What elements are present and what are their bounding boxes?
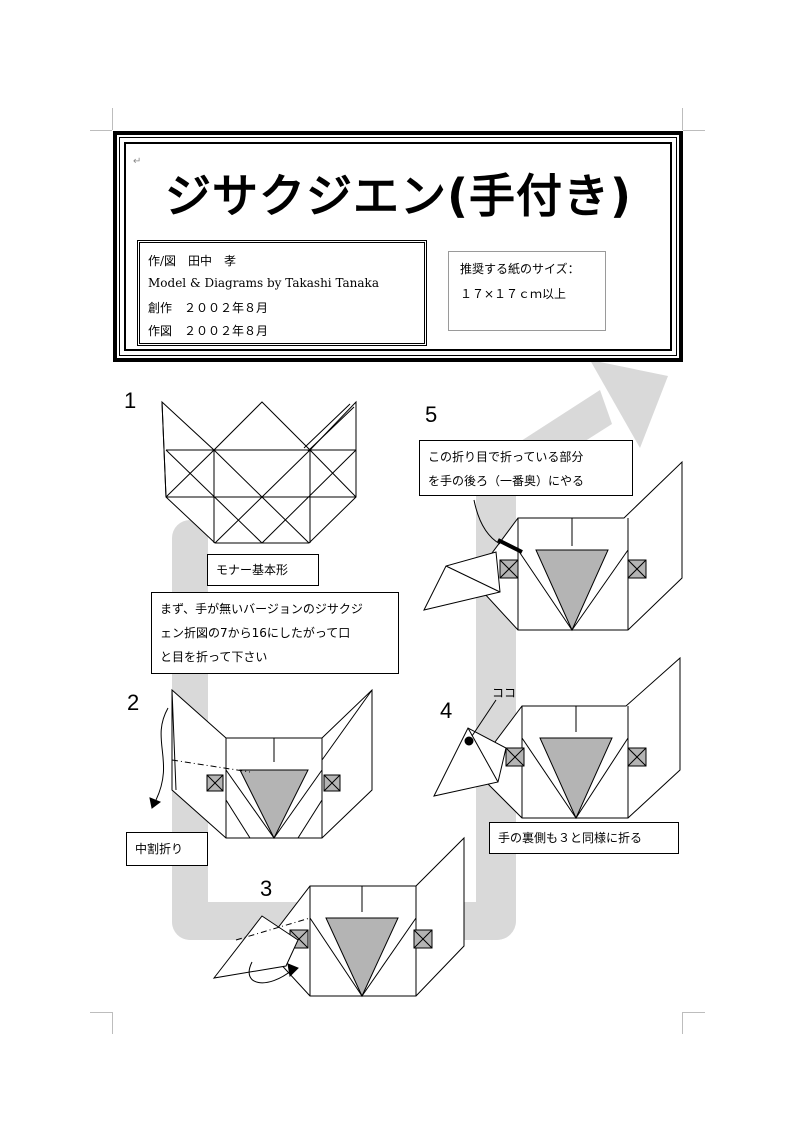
title-frame-outer — [113, 131, 683, 362]
credits-box — [137, 240, 427, 346]
title-frame-inner — [124, 142, 672, 351]
step3-figure — [212, 836, 465, 998]
step4-figure — [433, 656, 681, 820]
intro-note-line-2: ェン折図の7から16にしたがって口 — [160, 626, 351, 640]
step5-note: この折り目で折っている部分 を手の後ろ（一番奥）にやる — [419, 440, 633, 496]
step-number-2: 2 — [127, 690, 140, 715]
crop-mark-tl-h — [90, 130, 112, 131]
paragraph-mark: ↵ — [133, 156, 142, 167]
paper-size-box — [448, 251, 606, 331]
step1-figure — [161, 400, 357, 544]
crop-mark-tl-v — [112, 108, 113, 130]
crop-mark-tr-h — [683, 130, 705, 131]
paper-size-heading: 推奨する紙のサイズ： — [460, 262, 580, 276]
intro-note-line-1: まず、手が無いバージョンのジサクジ — [160, 602, 363, 616]
step5-note-line-2: を手の後ろ（一番奥）にやる — [428, 474, 585, 488]
step-number-4: 4 — [440, 698, 453, 723]
title-frame-middle — [119, 137, 677, 356]
crop-mark-tr-v — [682, 108, 683, 130]
step4-note: 手の裏側も３と同様に折る — [489, 822, 679, 854]
base-label: モナー基本形 — [207, 554, 319, 586]
crop-mark-bl-h — [90, 1012, 112, 1013]
step-number-3: 3 — [260, 876, 273, 901]
step5-figure — [423, 460, 683, 632]
paper-size-value: １７×１７ｃｍ以上 — [460, 287, 567, 301]
intro-note-line-3: と目を折って下さい — [160, 650, 268, 664]
step-number-5: 5 — [425, 402, 438, 427]
credit-author: 作/図 田中 孝 — [148, 254, 237, 268]
step-number-1: 1 — [124, 388, 137, 413]
page-title: ジサクジエン(手付き) — [165, 169, 633, 223]
inside-reverse-fold-label: 中割折り — [126, 832, 208, 866]
credit-created: 創作 ２００２年８月 — [148, 301, 269, 315]
step2-figure — [149, 688, 373, 840]
intro-note: まず、手が無いバージョンのジサクジ ェン折図の7から16にしたがって口 と目を折… — [151, 592, 399, 674]
credit-english: Model & Diagrams by Takashi Tanaka — [148, 276, 379, 290]
crop-mark-br-v — [682, 1012, 683, 1034]
step4-here-label: ココ — [492, 686, 517, 700]
credit-diagrammed: 作図 ２００２年８月 — [148, 324, 269, 338]
step5-note-line-1: この折り目で折っている部分 — [428, 450, 584, 464]
crop-mark-bl-v — [112, 1012, 113, 1034]
crop-mark-br-h — [683, 1012, 705, 1013]
